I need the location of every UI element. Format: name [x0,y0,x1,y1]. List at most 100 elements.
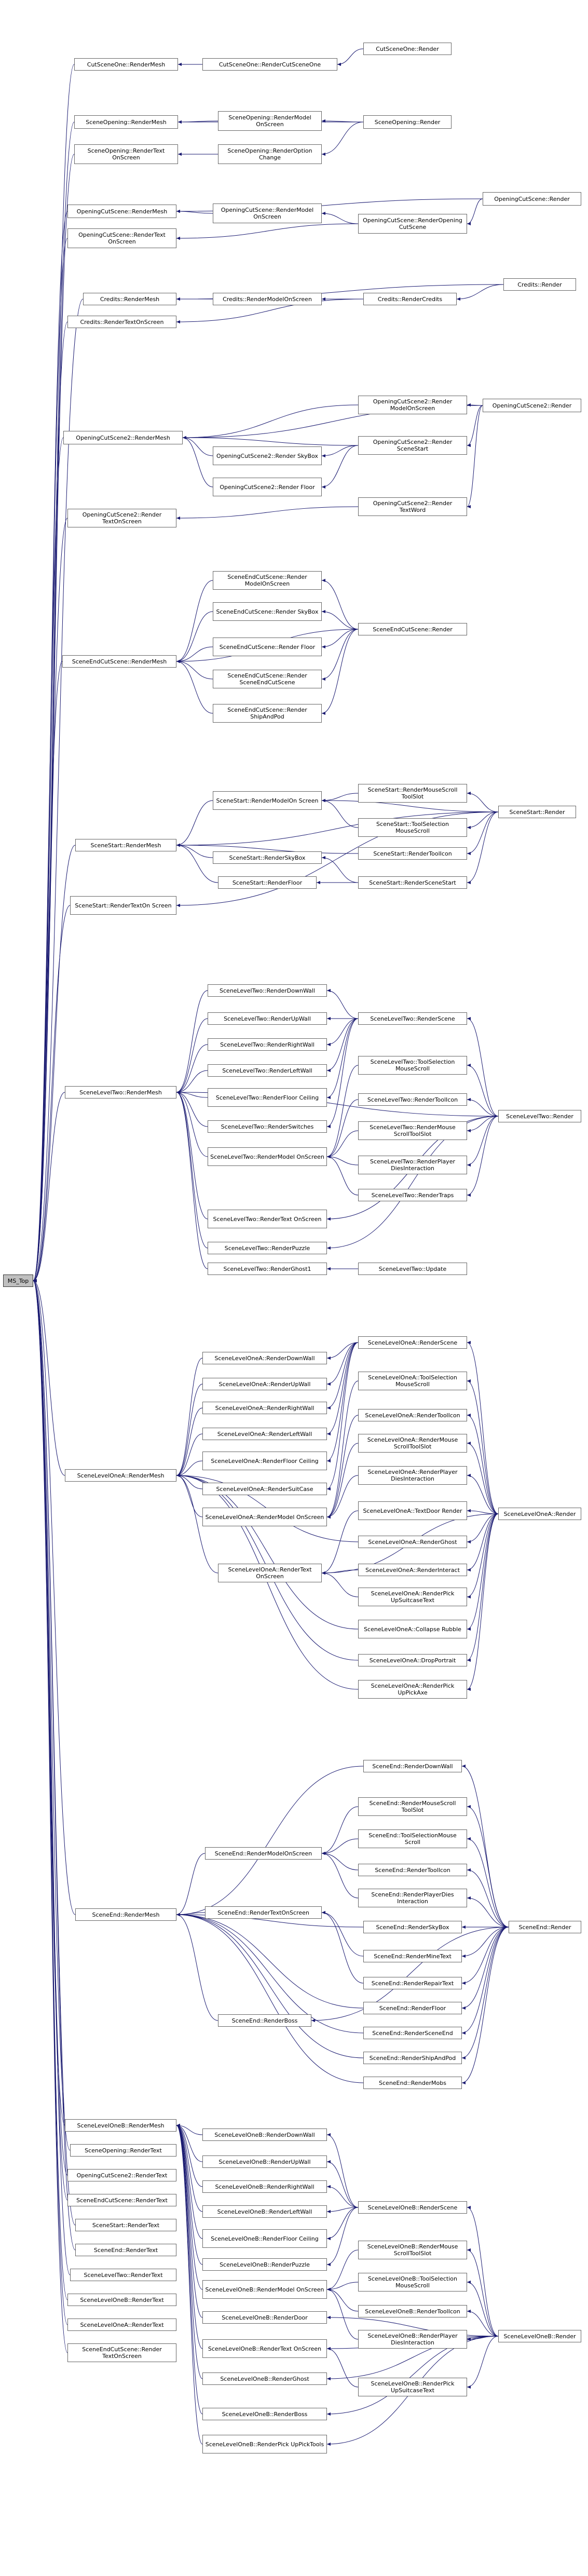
node-scenelevelonab-renderpickupsuitcase[interactable]: SceneLevelOneB::RenderPick UpSuitcaseTex… [358,2378,467,2396]
node-scenelevelonea-renderupwall[interactable]: SceneLevelOneA::RenderUpWall [202,1378,327,1390]
node-sceneend-rendermobs[interactable]: SceneEnd::RenderMobs [363,2077,462,2089]
node-sceneopening-rendermesh[interactable]: SceneOpening::RenderMesh [74,115,178,129]
node-scenelevelonab-renderpuzzle[interactable]: SceneLevelOneB::RenderPuzzle [202,2258,327,2271]
node-sceneopening-rendermodel[interactable]: SceneOpening::RenderModel OnScreen [218,111,322,131]
node-sceneendcutscene-render[interactable]: SceneEndCutScene::Render [358,623,467,635]
node-openingcutscene2-rendertext2[interactable]: OpeningCutScene2::RenderText [67,2169,176,2181]
node-openingcutscene2-rendersceneastart[interactable]: OpeningCutScene2::Render SceneStart [358,436,467,455]
node-scenelevelonea-renderleftwall[interactable]: SceneLevelOneA::RenderLeftWall [202,1428,327,1440]
node-scenestart-rendertoolicon[interactable]: SceneStart::RenderToolIcon [358,847,467,860]
node-sceneopening-renderoption[interactable]: SceneOpening::RenderOption Change [218,144,322,164]
node-sceneendcutscene-renderscene[interactable]: SceneEndCutScene::Render SceneEndCutScen… [213,670,322,688]
node-scenelevelonab-rendermodel[interactable]: SceneLevelOneB::RenderModel OnScreen [202,2280,327,2299]
node-scenelevelonab-rendertextonscreen[interactable]: SceneLevelOneB::RenderText OnScreen [202,2339,327,2358]
node-scenelevelonab-renderboss[interactable]: SceneLevelOneB::RenderBoss [202,2408,327,2420]
node-sceneend-rendermesh[interactable]: SceneEnd::RenderMesh [75,1908,176,1921]
node-sceneleveltwo-renderghost1[interactable]: SceneLevelTwo::RenderGhost1 [208,1263,327,1275]
node-sceneleveltwo-renderdownwall[interactable]: SceneLevelTwo::RenderDownWall [208,984,327,997]
node-scenelevelonea-rendertextonscreen[interactable]: SceneLevelOneA::RenderText OnScreen [218,1564,322,1582]
node-sceneend-renderplayerdies[interactable]: SceneEnd::RenderPlayerDies Interaction [358,1889,467,1907]
node-scenelevelonab-renderfloor[interactable]: SceneLevelOneB::RenderFloor Ceiling [202,2229,327,2248]
node-scenelevelonea-renderrightwall[interactable]: SceneLevelOneA::RenderRightWall [202,1402,327,1414]
node-sceneleveltwo-renderscene[interactable]: SceneLevelTwo::RenderScene [358,1012,467,1025]
node-scenestart-rendertext2[interactable]: SceneStart::RenderText [75,2219,176,2231]
node-sceneleveltwo-toolselection[interactable]: SceneLevelTwo::ToolSelection MouseScroll [358,1056,467,1075]
node-sceneleveltwo-renderrightwall[interactable]: SceneLevelTwo::RenderRightWall [208,1038,327,1051]
node-scenelevelonea-renderscene[interactable]: SceneLevelOneA::RenderScene [358,1336,467,1349]
node-credits-rendertextonscreen[interactable]: Credits::RenderTextOnScreen [67,316,176,328]
node-credits-rendermodelonscreen[interactable]: Credits::RenderModelOnScreen [213,293,322,305]
node-sceneend-rendertext2[interactable]: SceneEnd::RenderText [75,2244,176,2256]
node-scenelevelonea-renderghost[interactable]: SceneLevelOneA::RenderGhost [358,1536,467,1548]
node-scenelevelonab-renderplayer[interactable]: SceneLevelOneB::RenderPlayer DiesInterac… [358,2330,467,2349]
node-scenelevelonab-rendermouse[interactable]: SceneLevelOneB::RenderMouse ScrollToolSl… [358,2241,467,2259]
node-scenelevelonea-renderplayer[interactable]: SceneLevelOneA::RenderPlayer DiesInterac… [358,1466,467,1485]
node-openingcutscene2-renderskybox[interactable]: OpeningCutScene2::Render SkyBox [213,446,322,465]
node-sceneend-rendermineText[interactable]: SceneEnd::RenderMineText [363,1950,462,1962]
node-sceneleveltwo-renderfloor[interactable]: SceneLevelTwo::RenderFloor Ceiling [208,1088,327,1107]
node-scenelevelonab-rendertext2[interactable]: SceneLevelOneB::RenderText [67,2294,176,2306]
node-sceneendcutscene-rendertext2[interactable]: SceneEndCutScene::RenderText [67,2194,176,2206]
node-scenelevelonea-renderinteract[interactable]: SceneLevelOneA::RenderInteract [358,1564,467,1576]
node-sceneend-renderboss[interactable]: SceneEnd::RenderBoss [218,2014,311,2027]
node-scenelevelonea-render[interactable]: SceneLevelOneA::Render [498,1508,581,1520]
node-sceneend-renderskybox[interactable]: SceneEnd::RenderSkyBox [363,1921,462,1933]
node-scenestart-rendersceneastart[interactable]: SceneStart::RenderSceneStart [358,876,467,889]
node-openingcutscene2-render[interactable]: OpeningCutScene2::Render [483,399,581,412]
node-scenelevelonab-renderscene[interactable]: SceneLevelOneB::RenderScene [358,2201,467,2214]
node-sceneend-renderrepairtext[interactable]: SceneEnd::RenderRepairText [363,1977,462,1989]
node-openingcutscene2-rendertextonscreen[interactable]: OpeningCutScene2::Render TextOnScreen [67,509,176,527]
node-sceneend-render[interactable]: SceneEnd::Render [509,1921,581,1933]
node-credits-rendercredits[interactable]: Credits::RenderCredits [363,293,457,305]
node-openingcutscene2-rendertextword[interactable]: OpeningCutScene2::Render TextWord [358,497,467,516]
node-sceneend-rendertextonscreen[interactable]: SceneEnd::RenderTextOnScreen [205,1906,322,1919]
node-scenestart-rendermodelonscreen[interactable]: SceneStart::RenderModelOn Screen [213,791,322,810]
node-sceneend-rendersceneend[interactable]: SceneEnd::RenderSceneEnd [363,2027,462,2039]
node-scenelevelonea-rendertoolicon[interactable]: SceneLevelOneA::RenderToolIcon [358,1409,467,1421]
node-scenelevelonea-renderdownwall[interactable]: SceneLevelOneA::RenderDownWall [202,1352,327,1364]
node-openingcutscene-rendertext[interactable]: OpeningCutScene::RenderText OnScreen [67,228,176,248]
node-openingcutscene2-renderfloor[interactable]: OpeningCutScene2::Render Floor [213,478,322,496]
node-openingcutscene-renderopening[interactable]: OpeningCutScene::RenderOpening CutScene [358,214,467,234]
node-sceneleveltwo-update[interactable]: SceneLevelTwo::Update [358,1263,467,1275]
node-scenelevelonea-renderpickupsuitcase[interactable]: SceneLevelOneA::RenderPick UpSuitcaseTex… [358,1588,467,1606]
node-openingcutscene2-rendermesh[interactable]: OpeningCutScene2::RenderMesh [63,431,183,444]
node-scenelevelonea-rendertext2[interactable]: SceneLevelOneA::RenderText [67,2319,176,2331]
node-sceneleveltwo-renderleftwall[interactable]: SceneLevelTwo::RenderLeftWall [208,1064,327,1077]
node-sceneendcutscene-rendertextonscreen[interactable]: SceneEndCutScene::Render TextOnScreen [67,2343,176,2362]
node-scenelevelonea-collapserubble[interactable]: SceneLevelOneA::Collapse Rubble [358,1620,467,1638]
node-scenelevelonea-rendermodel[interactable]: SceneLevelOneA::RenderModel OnScreen [202,1508,327,1526]
node-scenelevelonab-renderupwall[interactable]: SceneLevelOneB::RenderUpWall [202,2155,327,2168]
node-sceneleveltwo-render[interactable]: SceneLevelTwo::Render [498,1110,581,1122]
node-scenestart-renderfloor[interactable]: SceneStart::RenderFloor [218,876,317,889]
node-sceneendcutscene-renderskybox[interactable]: SceneEndCutScene::Render SkyBox [213,602,322,621]
node-credits-rendermesh[interactable]: Credits::RenderMesh [83,293,176,305]
node-scenelevelonea-dropportrait[interactable]: SceneLevelOneA::DropPortrait [358,1654,467,1666]
node-scenelevelonab-renderdoor[interactable]: SceneLevelOneB::RenderDoor [202,2311,327,2324]
node-sceneleveltwo-rendertraps[interactable]: SceneLevelTwo::RenderTraps [358,1189,467,1201]
node-sceneend-renderfloor[interactable]: SceneEnd::RenderFloor [363,2002,462,2014]
node-sceneopening-render[interactable]: SceneOpening::Render [363,115,452,129]
node-scenelevelonab-rendertoolicon[interactable]: SceneLevelOneB::RenderToolIcon [358,2305,467,2317]
node-ms-top[interactable]: MS_Top [3,1275,33,1287]
node-credits-render[interactable]: Credits::Render [503,278,576,291]
node-sceneend-renderdownwall[interactable]: SceneEnd::RenderDownWall [363,1760,462,1772]
node-sceneend-rendertoolicon[interactable]: SceneEnd::RenderToolIcon [358,1864,467,1876]
node-sceneleveltwo-rendermesh[interactable]: SceneLevelTwo::RenderMesh [65,1086,176,1099]
node-sceneend-rendermousescroll[interactable]: SceneEnd::RenderMouseScroll ToolSlot [358,1797,467,1816]
node-sceneleveltwo-renderswitches[interactable]: SceneLevelTwo::RenderSwitches [208,1120,327,1133]
node-cutsceneone-rendermesh[interactable]: CutSceneOne::RenderMesh [74,58,178,71]
node-openingcutscene-rendermesh[interactable]: OpeningCutScene::RenderMesh [67,205,176,218]
node-scenestart-rendermousescroll[interactable]: SceneStart::RenderMouseScroll ToolSlot [358,784,467,803]
node-scenestart-rendermesh[interactable]: SceneStart::RenderMesh [75,839,176,851]
node-scenestart-render[interactable]: SceneStart::Render [498,806,576,818]
node-openingcutscene2-rendermodel[interactable]: OpeningCutScene2::Render ModelOnScreen [358,396,467,414]
node-scenelevelonab-render[interactable]: SceneLevelOneB::Render [498,2330,581,2342]
node-scenelevelonea-renderpickuppickaxe[interactable]: SceneLevelOneA::RenderPick UpPickAxe [358,1680,467,1699]
node-sceneleveltwo-rendertextonscreen[interactable]: SceneLevelTwo::RenderText OnScreen [208,1210,327,1228]
node-sceneleveltwo-rendermodel[interactable]: SceneLevelTwo::RenderModel OnScreen [208,1147,327,1166]
node-scenestart-toolselection[interactable]: SceneStart::ToolSelection MouseScroll [358,818,467,837]
node-scenelevelonab-renderdownwall[interactable]: SceneLevelOneB::RenderDownWall [202,2128,327,2141]
node-scenelevelonab-toolselection[interactable]: SceneLevelOneB::ToolSelection MouseScrol… [358,2273,467,2292]
node-scenelevelonab-renderrightwall[interactable]: SceneLevelOneB::RenderRightWall [202,2180,327,2193]
